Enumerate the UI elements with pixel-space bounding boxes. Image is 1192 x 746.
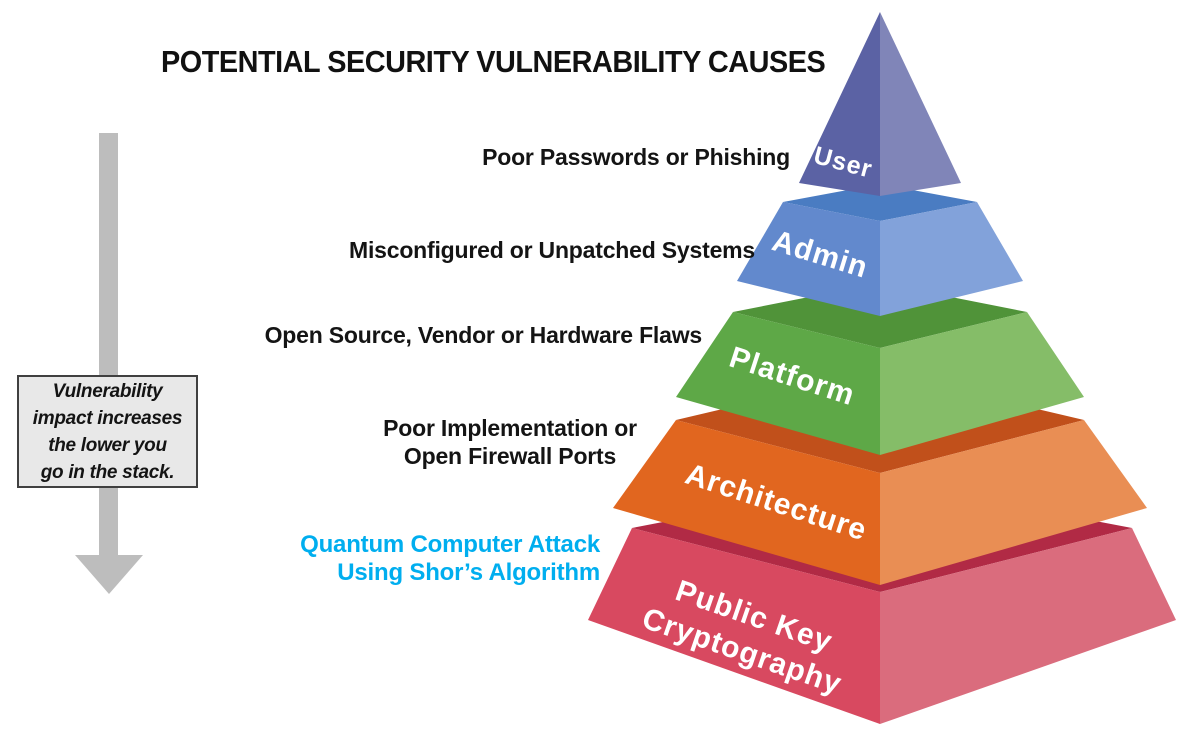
layer-left-face xyxy=(799,12,880,196)
cause-label-admin: Misconfigured or Unpatched Systems xyxy=(349,237,755,263)
impact-note-box: Vulnerability impact increases the lower… xyxy=(17,375,198,488)
impact-arrow xyxy=(75,133,143,594)
layer-left-face xyxy=(737,202,880,316)
layer-left-face xyxy=(613,420,880,585)
layer-top-face xyxy=(783,184,977,221)
page-title: POTENTIAL SECURITY VULNERABILITY CAUSES xyxy=(161,44,826,79)
cause-label-quantum-attack: Quantum Computer Attack Using Shor’s Alg… xyxy=(300,531,600,586)
cause-label-platform: Open Source, Vendor or Hardware Flaws xyxy=(264,322,703,348)
layer-right-face xyxy=(880,202,1023,316)
layer-right-face xyxy=(880,12,961,196)
cause-label-user: Poor Passwords or Phishing xyxy=(482,144,790,170)
pyramid-layer-user xyxy=(799,12,961,196)
layer-left-face xyxy=(588,528,880,724)
cause-label-architecture: Poor Implementation or Open Firewall Por… xyxy=(383,415,637,469)
layer-left-face xyxy=(676,312,880,455)
pyramid-layer-admin xyxy=(737,184,1023,316)
arrow-shaft xyxy=(99,133,118,557)
impact-note-text: Vulnerability impact increases the lower… xyxy=(32,380,183,483)
layer-right-face xyxy=(880,312,1084,455)
arrow-head xyxy=(75,555,143,594)
layer-right-face xyxy=(880,420,1147,585)
layer-right-face xyxy=(880,528,1176,724)
pyramid-layer-platform xyxy=(676,283,1084,455)
